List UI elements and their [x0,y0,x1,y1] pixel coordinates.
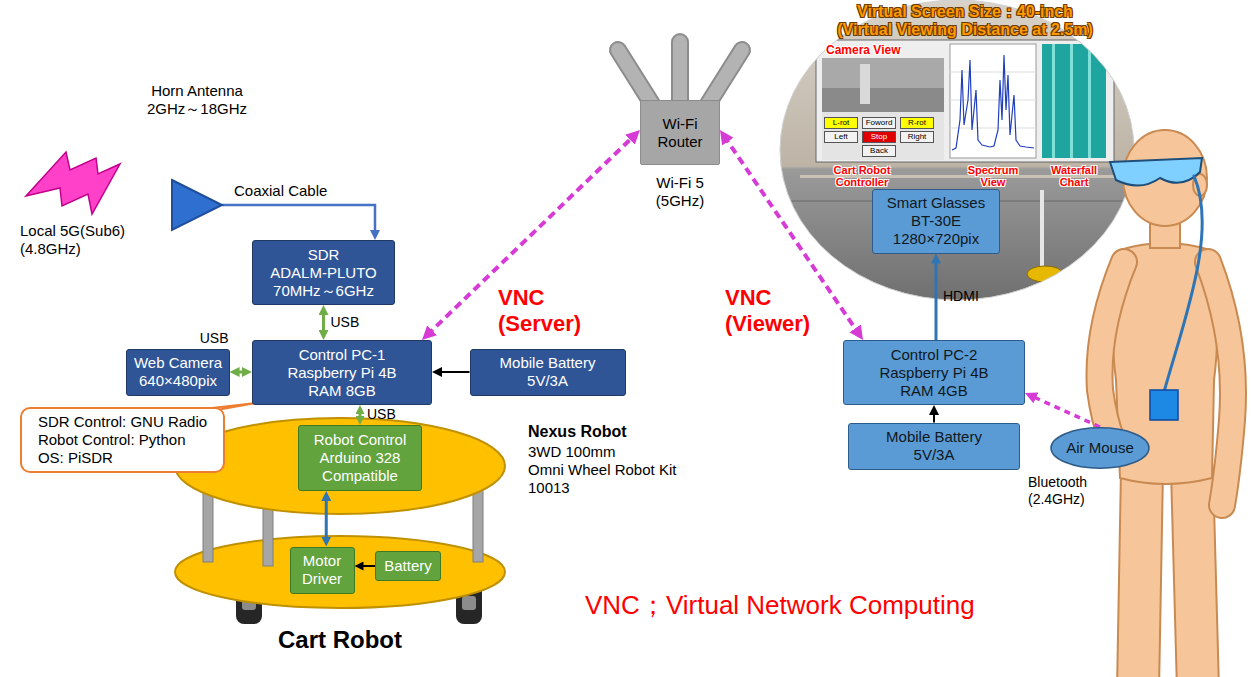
connector-label: Coaxial Cable [234,182,327,200]
web-camera-box: Web Camera 640×480pix [126,349,229,396]
view-label: Waterfall Chart [1051,164,1097,188]
battery-box: Battery [375,551,441,581]
button-label: R-rot [900,117,934,129]
horn-antenna: Horn Antenna 2GHz～18GHz [172,180,222,230]
node-caption: Wi-Fi 5 (5GHz) [656,174,704,210]
router-antennas [618,42,742,104]
button-label: Stop [862,131,896,143]
node-text: Wi-Fi Router [657,115,702,151]
smart-glasses-view-photo [778,0,1138,302]
button-label: Back [862,145,896,157]
air-mouse-ellipse: Air Mouse [1050,427,1150,469]
node-text: Air Mouse [1066,439,1134,457]
button-label: L-rot [824,117,858,129]
connector [933,410,935,423]
button-label: Left [824,131,858,143]
button-label: Foword [862,117,896,129]
node-text: SDR ADALM-PLUTO 70MHz～6GHz [270,246,376,300]
connector [222,205,375,235]
robot-control-box: Robot Control Arduino 328 Compatible [298,425,422,491]
connector [325,496,328,542]
node-text: Control PC-2 Raspberry Pi 4B RAM 4GB [879,346,988,400]
motor-driver-box: Motor Driver [290,547,355,594]
smart-glasses-box: Smart Glasses BT-30E 1280×720pix [872,189,1000,254]
connector-label: USB [367,406,396,423]
node-text: Smart Glasses BT-30E 1280×720pix [887,194,985,248]
vnc-role-label: VNC (Viewer) [725,285,810,338]
battery-box: Mobile Battery 5V/3A [848,423,1020,470]
connector [235,371,247,374]
screen-size-note: Virtual Screen Size：40-inch (Virtual Vie… [837,3,1093,39]
node-text: Web Camera 640×480pix [134,354,222,390]
lightning-bolt [26,152,120,214]
connector [359,410,362,421]
connector [1030,395,1100,427]
connector-label: Bluetooth (2.4GHz) [1028,474,1087,508]
connector-label: HDMI [943,288,979,305]
view-label: Cart Robot Controller [834,164,891,188]
connector [359,565,375,567]
signal-label: Local 5G(Sub6) (4.8GHz) [20,222,125,258]
node-text: SDR Control: GNU Radio Robot Control: Py… [38,413,207,467]
product-spec: 3WD 100mm Omni Wheel Robot Kit 10013 [528,443,676,497]
control-pc-box: Control PC-2 Raspberry Pi 4B RAM 4GB [843,340,1025,405]
view-label: Camera View [826,43,901,57]
node-text: Motor Driver [302,552,342,588]
sdr-box: SDR ADALM-PLUTO 70MHz～6GHz [252,240,395,305]
node-caption: Horn Antenna 2GHz～18GHz [147,82,247,118]
node-text: Robot Control Arduino 328 Compatible [314,431,407,485]
node-text: Control PC-1 Raspberry Pi 4B RAM 8GB [287,346,396,400]
node-text: Mobile Battery 5V/3A [500,354,596,390]
person-figure [1100,130,1234,677]
button-label: Right [900,131,934,143]
wifi-router: Wi-Fi RouterWi-Fi 5 (5GHz) [640,100,720,165]
node-text: Battery [384,557,432,575]
connector-label: USB [331,314,360,331]
view-label: Spectrum View [968,164,1019,188]
connector-label: USB [200,330,229,347]
photo-outline [780,0,1134,300]
callout-note: SDR Control: GNU Radio Robot Control: Py… [20,407,225,473]
battery-box: Mobile Battery 5V/3A [470,349,626,396]
figure-caption: Cart Robot [278,626,402,655]
connector [437,371,470,373]
abbreviation-note: VNC；Virtual Network Computing [585,590,975,621]
connector [322,310,325,335]
antenna-shape [172,180,222,230]
product-name: Nexus Robot [528,422,627,441]
control-pc-box: Control PC-1 Raspberry Pi 4B RAM 8GB [252,340,432,405]
connector [935,259,938,341]
vnc-role-label: VNC (Server) [498,285,581,338]
node-text: Mobile Battery 5V/3A [886,428,982,464]
